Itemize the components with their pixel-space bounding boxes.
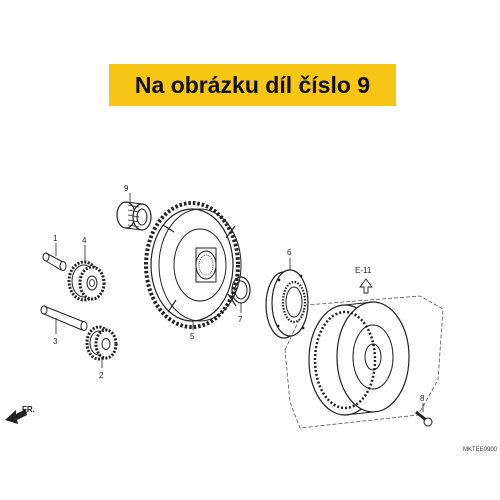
one-way-clutch-part[interactable] — [265, 269, 309, 339]
diagram-code: MKTEE0900 — [463, 447, 498, 453]
front-direction-label: FR. — [22, 405, 35, 414]
part-number-banner: Na obrázku díl číslo 9 — [109, 64, 396, 106]
label-9: 9 — [124, 184, 129, 193]
label-5: 5 — [190, 332, 195, 341]
reference-e11: E-11 — [355, 266, 372, 275]
reduction-gear-part[interactable] — [85, 325, 118, 361]
shaft-pin-part[interactable] — [42, 252, 67, 271]
label-6: 6 — [287, 248, 292, 257]
starter-driven-gear-part[interactable] — [144, 201, 242, 329]
label-4: 4 — [82, 236, 87, 245]
needle-bearing-part[interactable] — [116, 201, 152, 231]
long-shaft-part[interactable] — [40, 305, 88, 331]
bolt-part[interactable] — [415, 410, 433, 427]
banner-text: Na obrázku díl číslo 9 — [134, 71, 371, 98]
label-3: 3 — [53, 337, 58, 346]
flywheel-reference — [284, 295, 444, 429]
label-7: 7 — [238, 315, 243, 324]
label-8: 8 — [420, 394, 425, 403]
front-arrow-icon — [5, 409, 27, 424]
label-1: 1 — [53, 234, 58, 243]
label-2: 2 — [99, 371, 104, 380]
idle-gear-part[interactable] — [67, 260, 106, 302]
washer-part[interactable] — [231, 276, 251, 304]
up-arrow-icon — [359, 278, 373, 294]
